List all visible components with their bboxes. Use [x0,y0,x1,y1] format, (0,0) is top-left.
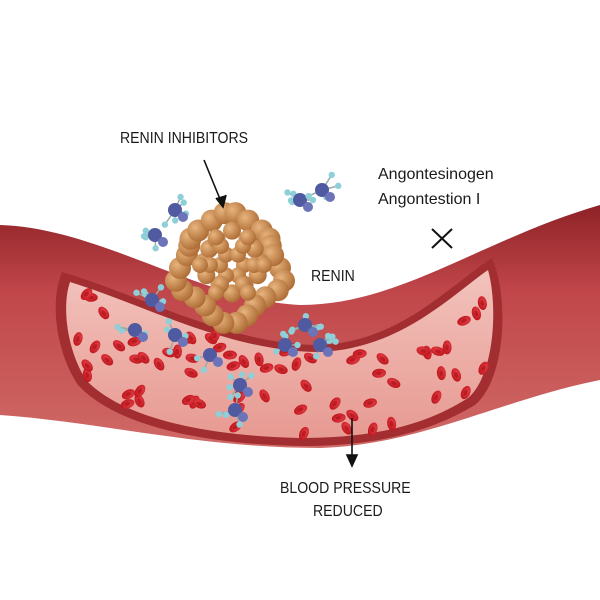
red-blood-cell [341,421,352,435]
red-blood-cell [134,394,145,408]
renin-inhibitors-label: RENIN INHIBITORS [120,130,249,147]
red-blood-cell [73,332,83,346]
red-blood-cell [181,394,196,406]
inhibitor-molecule [161,193,190,228]
red-blood-cell [274,364,288,375]
red-blood-cell [259,389,270,403]
red-blood-cell [192,398,206,409]
red-blood-cell [137,351,150,364]
inhibitor-molecule [140,227,168,252]
red-blood-cell [387,377,401,388]
red-blood-cell [346,409,359,422]
red-blood-cell [134,384,146,398]
red-blood-cell [416,346,431,356]
red-blood-cell [212,342,227,353]
protein-bead [240,284,256,301]
protein-bead [192,257,208,273]
red-blood-cell [460,385,471,400]
inhibitor-molecule [133,284,167,312]
red-blood-cell [376,353,389,365]
red-blood-cell [430,346,445,356]
inhibitor-molecule [305,171,342,202]
red-blood-cell [101,354,114,366]
red-blood-cell [471,306,482,321]
red-blood-cell [89,340,101,354]
red-blood-cell [238,355,250,368]
red-blood-cell [387,416,397,431]
protein-bead [240,229,256,246]
block-x-icon [431,228,453,249]
red-blood-cell [451,368,462,382]
red-blood-cell [291,357,302,371]
red-blood-cell [352,349,367,359]
red-blood-cell [259,363,274,373]
blood-pressure-label: BLOOD PRESSURE [280,480,411,497]
inhibitor-molecule [284,189,317,212]
protein-bead [208,284,224,301]
inhibitor-molecule [273,330,301,357]
inhibitor-molecule [194,348,223,374]
red-blood-cell [363,398,378,408]
protein-bead [208,229,224,246]
arrow-diagonal-icon [203,159,227,209]
inhibitor-molecules [114,171,342,428]
red-blood-cell [222,350,237,360]
renin-label: RENIN [311,268,355,285]
inhibitor-molecule [313,332,339,360]
red-blood-cell [294,404,308,415]
red-blood-cell [436,366,446,381]
inhibitor-molecule [226,371,255,401]
inhibitor-molecule [164,318,189,355]
red-blood-cell [298,426,309,441]
red-blood-cell [121,389,136,400]
red-blood-cell [300,379,312,392]
protein-bead [223,284,241,303]
red-blood-cell [184,367,198,378]
red-blood-cell [153,357,165,371]
red-blood-cell [457,315,471,326]
protein-bead [223,221,241,240]
red-blood-cell [80,288,93,301]
inhibitor-molecule [288,313,324,337]
red-blood-cell [329,397,341,410]
red-blood-cell [81,359,93,372]
red-blood-cell [478,361,489,375]
red-blood-cell [477,296,487,311]
renin-protein [165,202,295,334]
angiotensinogen-label: Angontesinogen [378,166,494,183]
reduced-label: REDUCED [313,503,383,520]
red-blood-cell [127,336,142,347]
inhibitor-molecule [215,392,249,428]
red-blood-cell [226,361,241,371]
protein-bead [256,257,272,273]
red-blood-cell [442,340,452,355]
inhibitor-molecule [114,323,149,342]
red-blood-cell [367,422,378,437]
red-blood-cell [431,390,442,404]
red-blood-cell [120,399,135,409]
angiotensin-i-label: Angontestion I [378,191,481,208]
red-blood-cell [112,340,126,352]
arrow-down-icon [345,418,359,468]
red-blood-cell [331,413,346,423]
red-blood-cell [372,368,387,378]
red-blood-cell [98,306,110,320]
red-blood-cell [254,352,264,367]
